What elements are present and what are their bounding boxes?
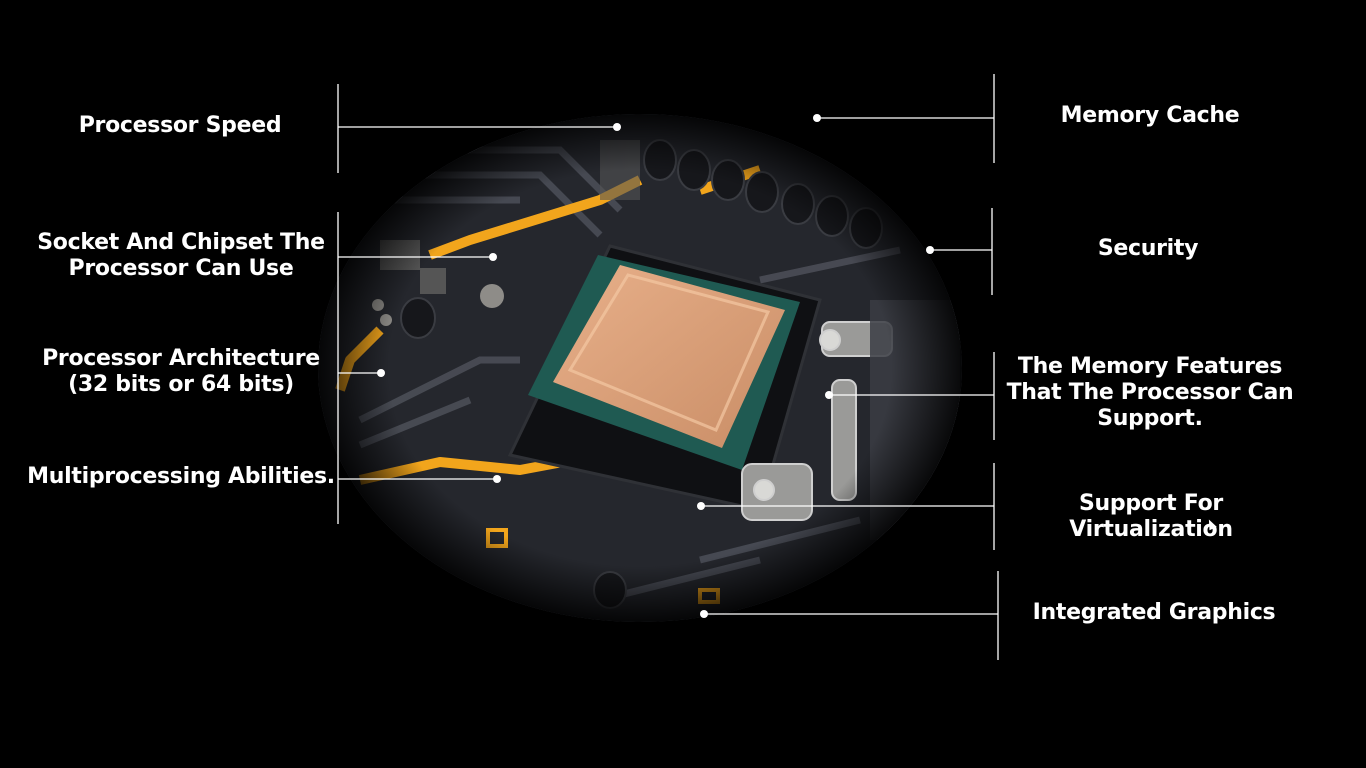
- virtualization-marker: [697, 502, 705, 510]
- memory-features-marker: [825, 391, 833, 399]
- security-marker: [926, 246, 934, 254]
- processor-architecture-marker: [377, 369, 385, 377]
- socket-chipset-marker: [489, 253, 497, 261]
- label-memory-cache: Memory Cache: [1060, 103, 1240, 128]
- multiprocessing-marker: [493, 475, 501, 483]
- label-integrated-graphics: Integrated Graphics: [1032, 600, 1276, 625]
- label-processor-architecture: Processor Architecture (32 bits or 64 bi…: [42, 346, 320, 397]
- integrated-graphics-marker: [700, 610, 708, 618]
- label-socket-chipset: Socket And Chipset The Processor Can Use: [37, 230, 325, 281]
- label-memory-features: The Memory Features That The Processor C…: [1006, 354, 1294, 431]
- label-security: Security: [1097, 236, 1199, 261]
- label-processor-speed: Processor Speed: [78, 113, 282, 138]
- processor-speed-marker: [613, 123, 621, 131]
- label-multiprocessing: Multiprocessing Abilities.: [27, 464, 335, 489]
- connector-lines: [337, 74, 999, 660]
- motherboard-image: [318, 114, 962, 622]
- memory-cache-marker: [813, 114, 821, 122]
- label-virtualization: Support For Virtualization: [1069, 491, 1233, 542]
